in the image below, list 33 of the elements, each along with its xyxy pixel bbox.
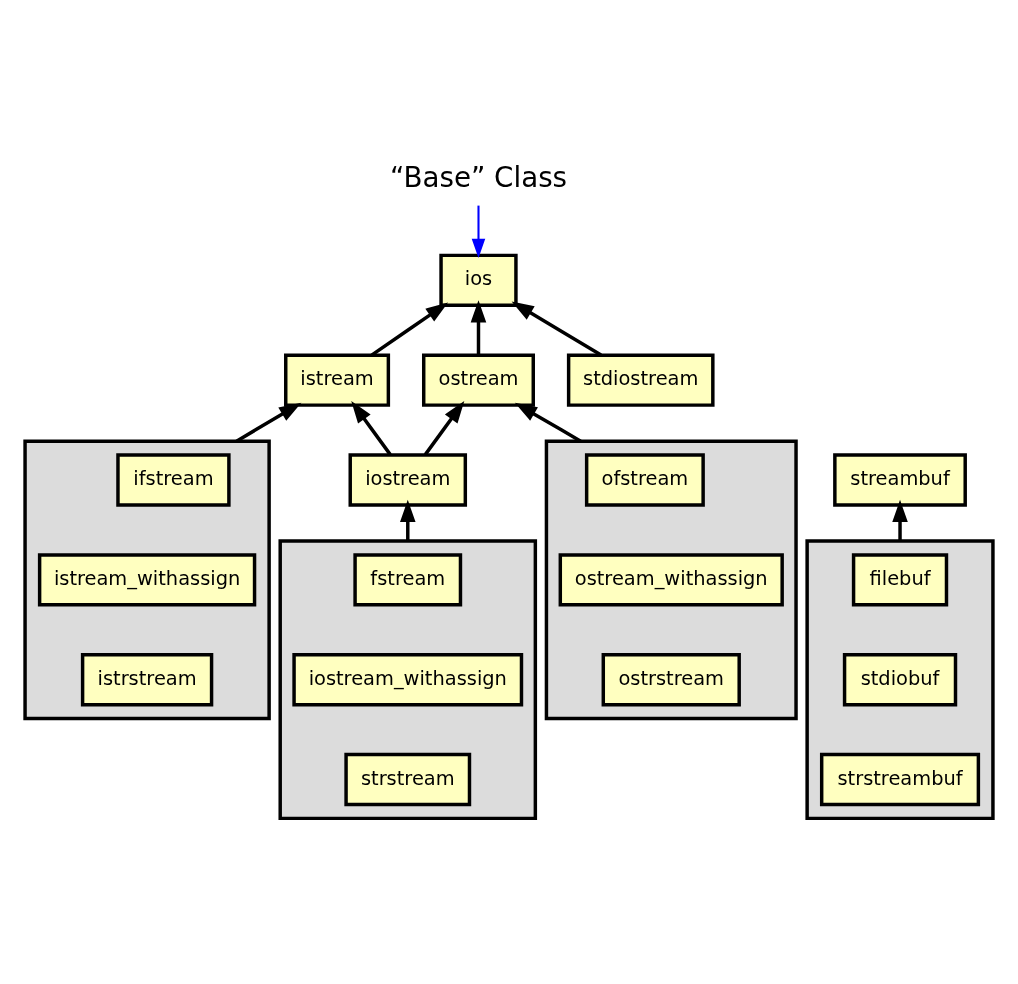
arrow [235, 402, 302, 443]
node-box: ifstream [116, 452, 231, 507]
arrow [514, 402, 582, 443]
node-box: filebuf [851, 552, 949, 607]
node-box: ofstream [584, 452, 705, 507]
node-box: strstreambuf [819, 752, 981, 806]
node-text: “Base” Class [389, 160, 568, 194]
cluster [278, 538, 538, 820]
node-box: strstream [344, 752, 472, 806]
arrow [470, 299, 487, 355]
cluster [23, 438, 271, 720]
node-box: ostream_withassign [558, 552, 784, 607]
arrow [351, 400, 392, 456]
arrow [400, 499, 416, 541]
node-box: ostrstream [601, 652, 741, 706]
node-box: streambuf [833, 452, 967, 507]
cluster [544, 438, 798, 720]
node-box: istream_withassign [37, 552, 257, 607]
node-box: iostream_withassign [292, 652, 524, 706]
node-box: stdiobuf [842, 652, 958, 706]
arrow [471, 205, 486, 258]
node-box: fstream [353, 552, 463, 607]
node-box: ios [439, 253, 518, 307]
node-box: iostream [348, 452, 468, 507]
arrow [892, 499, 908, 541]
node-box: istream [284, 353, 391, 407]
arrow [370, 302, 449, 356]
node-box: ostream [422, 353, 535, 407]
cluster [805, 538, 995, 820]
node-box: istrstream [80, 652, 214, 706]
arrow [423, 400, 465, 456]
node-box: stdiostream [566, 353, 715, 407]
arrow [511, 301, 602, 357]
